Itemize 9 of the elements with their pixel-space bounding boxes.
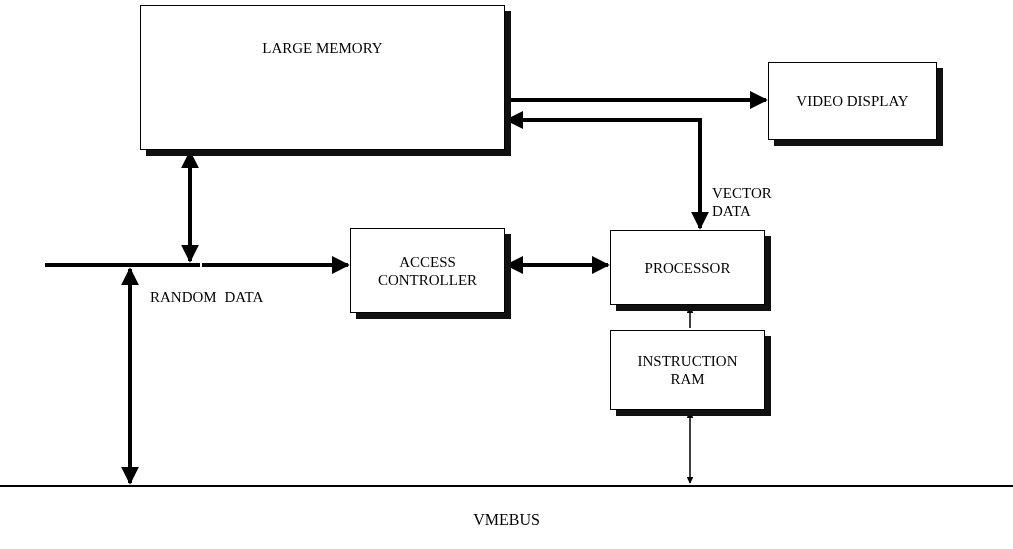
data-bus-line bbox=[45, 263, 200, 267]
box-label: PROCESSOR bbox=[644, 258, 731, 277]
box-label: LARGE MEMORY bbox=[262, 38, 383, 57]
box-label: VMEBUS bbox=[473, 511, 540, 529]
arrow bbox=[121, 267, 139, 485]
arrow bbox=[202, 256, 350, 274]
box-label: ACCESS CONTROLLER bbox=[376, 252, 479, 289]
box-label: INSTRUCTION RAM bbox=[636, 352, 739, 388]
box-label: VIDEO DISPLAY bbox=[796, 92, 909, 110]
